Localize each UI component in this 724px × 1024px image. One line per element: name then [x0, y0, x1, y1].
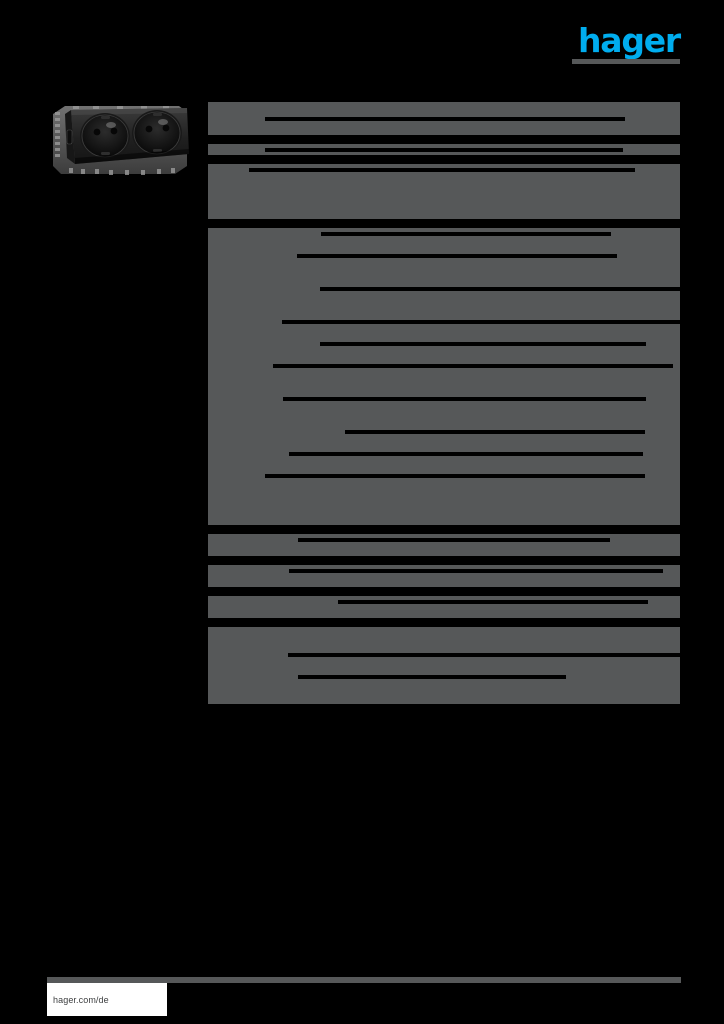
spec-row — [208, 576, 680, 587]
leader-gap — [321, 232, 611, 236]
spec-row — [208, 272, 680, 283]
leader-gap — [320, 287, 680, 291]
spec-row — [208, 649, 680, 660]
spec-row — [208, 305, 680, 316]
leader-gap — [298, 538, 610, 542]
spec-section-4 — [208, 228, 680, 525]
spec-row — [208, 294, 680, 305]
spec-section-body — [208, 627, 680, 704]
spec-row — [208, 503, 680, 514]
spec-row — [208, 197, 680, 208]
spec-section-5 — [208, 534, 680, 556]
leader-gap — [297, 254, 617, 258]
leader-gap — [283, 397, 646, 401]
spec-row — [208, 660, 680, 671]
spec-section-8 — [208, 627, 680, 704]
page-footer: hager.com/de — [47, 983, 681, 1016]
leader-gap — [298, 675, 566, 679]
spec-row — [208, 534, 680, 545]
spec-row — [208, 470, 680, 481]
spec-row — [208, 186, 680, 197]
spec-row — [208, 228, 680, 239]
spec-row — [208, 102, 680, 113]
spec-row — [208, 638, 680, 649]
spec-row — [208, 175, 680, 186]
spec-section-body — [208, 596, 680, 618]
spec-section-body — [208, 565, 680, 587]
spec-row — [208, 208, 680, 219]
leader-gap — [273, 364, 673, 368]
spec-row — [208, 393, 680, 404]
spec-section-body — [208, 164, 680, 219]
spec-row — [208, 261, 680, 272]
footer-url[interactable]: hager.com/de — [53, 994, 109, 1005]
leader-gap — [249, 168, 635, 172]
spec-row — [208, 371, 680, 382]
spec-row — [208, 283, 680, 294]
spec-section-body — [208, 102, 680, 135]
spec-row — [208, 627, 680, 638]
spec-row — [208, 404, 680, 415]
spec-row — [208, 382, 680, 393]
spec-section-body — [208, 228, 680, 525]
spec-section-body — [208, 144, 680, 155]
hager-logo: hager — [572, 21, 681, 64]
spec-row — [208, 164, 680, 175]
spec-row — [208, 481, 680, 492]
double-schuko-socket-icon — [53, 106, 189, 175]
leader-gap — [345, 430, 645, 434]
spec-section-body — [208, 534, 680, 556]
spec-row — [208, 596, 680, 607]
spec-row — [208, 492, 680, 503]
spec-row — [208, 671, 680, 682]
hager-wordmark: hager — [577, 21, 681, 60]
spec-row — [208, 113, 680, 124]
spec-section-6 — [208, 565, 680, 587]
product-image — [47, 92, 193, 184]
spec-section-1 — [208, 102, 680, 135]
leader-gap — [338, 600, 648, 604]
spec-row — [208, 124, 680, 135]
leader-gap — [265, 148, 623, 152]
spec-row — [208, 360, 680, 371]
leader-gap — [282, 320, 680, 324]
leader-gap — [265, 117, 625, 121]
spec-row — [208, 338, 680, 349]
footer-divider — [47, 977, 681, 983]
spec-row — [208, 459, 680, 470]
spec-section-7 — [208, 596, 680, 618]
footer-url-box[interactable]: hager.com/de — [47, 983, 167, 1016]
logo-underbar — [572, 59, 680, 64]
spec-row — [208, 144, 680, 155]
spec-row — [208, 415, 680, 426]
leader-gap — [289, 569, 663, 573]
spec-section-2 — [208, 144, 680, 155]
spec-row — [208, 426, 680, 437]
leader-gap — [289, 452, 643, 456]
spec-row — [208, 514, 680, 525]
spec-section-3 — [208, 164, 680, 219]
leader-gap — [320, 342, 646, 346]
spec-content — [208, 88, 680, 713]
spec-row — [208, 545, 680, 556]
spec-row — [208, 437, 680, 448]
spec-row — [208, 565, 680, 576]
leader-gap — [265, 474, 645, 478]
footer-page-info — [625, 983, 681, 1013]
spec-row — [208, 682, 680, 693]
spec-row — [208, 448, 680, 459]
spec-row — [208, 316, 680, 327]
spec-row — [208, 327, 680, 338]
spec-row — [208, 693, 680, 704]
spec-row — [208, 239, 680, 250]
spec-sections — [208, 102, 680, 704]
leader-gap — [288, 653, 680, 657]
spec-row — [208, 250, 680, 261]
footer-center-text — [302, 984, 462, 1006]
spec-row — [208, 607, 680, 618]
spec-row — [208, 349, 680, 360]
